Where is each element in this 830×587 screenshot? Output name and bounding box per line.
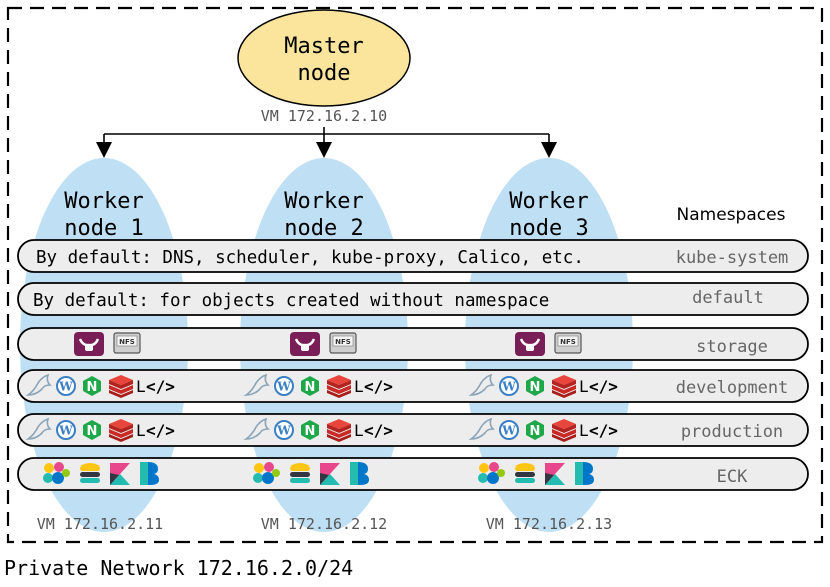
code-icon: </> [589,421,618,440]
master-node [237,9,411,107]
code-icon: </> [146,421,175,440]
eck-label: ECK [717,467,748,487]
worker-2-vm-ip: VM 172.16.2.12 [261,515,387,533]
wordpress-icon [56,376,76,396]
private-network-label: Private Network 172.16.2.0/24 [4,556,353,580]
nfs-icon: NFS [113,332,141,354]
development-label: development [676,378,789,398]
nfs-icon: NFS [554,332,582,354]
master-vm-ip: VM 172.16.2.10 [261,107,387,125]
code-icon: </> [364,377,393,396]
storage-icons-worker-2: NFS [288,330,357,358]
wordpress-icon [499,420,519,440]
worker-1-line2: node 1 [64,216,143,241]
namespace-band-eck: ECK [17,457,809,491]
namespace-band-default: By default: for objects created without … [17,282,809,316]
production-label: production [681,422,783,442]
worker-1-line1: Worker [64,189,143,214]
default-label: default [692,288,764,308]
storage-icons-worker-3: NFS [513,330,582,358]
private-network-boundary [6,6,824,544]
longhorn-icon [513,330,547,358]
wordpress-icon [499,376,519,396]
lens-icon: L [136,421,146,440]
lens-icon: L [579,377,589,396]
worker-3-vm-ip: VM 172.16.2.13 [486,515,612,533]
nfs-icon-text: NFS [560,338,576,346]
wordpress-icon [274,376,294,396]
worker-2-line2: node 2 [284,216,363,241]
elasticsearch-icon [515,463,535,483]
nfs-icon-text: NFS [119,338,135,346]
wordpress-icon [274,420,294,440]
nfs-icon: NFS [329,332,357,354]
prod-apps-worker-1: L </> [27,418,175,442]
lens-icon: L [354,421,364,440]
namespaces-header: Namespaces [677,205,786,225]
storage-label: storage [696,337,768,357]
kube-system-description: By default: DNS, scheduler, kube-proxy, … [36,248,584,268]
default-description: By default: for objects created without … [33,291,549,311]
elasticsearch-icon [80,463,100,483]
nfs-icon-text: NFS [335,338,351,346]
namespace-band-production: production [17,413,809,447]
master-to-workers-connector [96,127,557,158]
dev-apps-worker-2: L </> [245,374,393,398]
namespace-band-kube-system: By default: DNS, scheduler, kube-proxy, … [17,239,809,273]
lens-icon: L [136,377,146,396]
master-label-line1: Master [284,34,363,59]
dev-apps-worker-3: L </> [470,374,618,398]
code-icon: </> [589,377,618,396]
lens-icon: L [354,377,364,396]
wordpress-icon [56,420,76,440]
prod-apps-worker-2: L </> [245,418,393,442]
code-icon: </> [146,377,175,396]
prod-apps-worker-3: L </> [470,418,618,442]
elasticsearch-icon [290,463,310,483]
kube-system-label: kube-system [676,248,789,268]
longhorn-icon [72,330,106,358]
namespace-band-development: development [17,369,809,403]
worker-3-line2: node 3 [509,216,588,241]
code-icon: </> [364,421,393,440]
worker-3-line1: Worker [509,189,588,214]
master-label-line2: node [298,61,351,86]
storage-icons-worker-1: NFS [72,330,141,358]
worker-2-line1: Worker [284,189,363,214]
lens-icon: L [579,421,589,440]
longhorn-icon [288,330,322,358]
worker-1-vm-ip: VM 172.16.2.11 [37,515,163,533]
dev-apps-worker-1: L </> [27,374,175,398]
namespace-band-storage: storage [17,327,809,361]
